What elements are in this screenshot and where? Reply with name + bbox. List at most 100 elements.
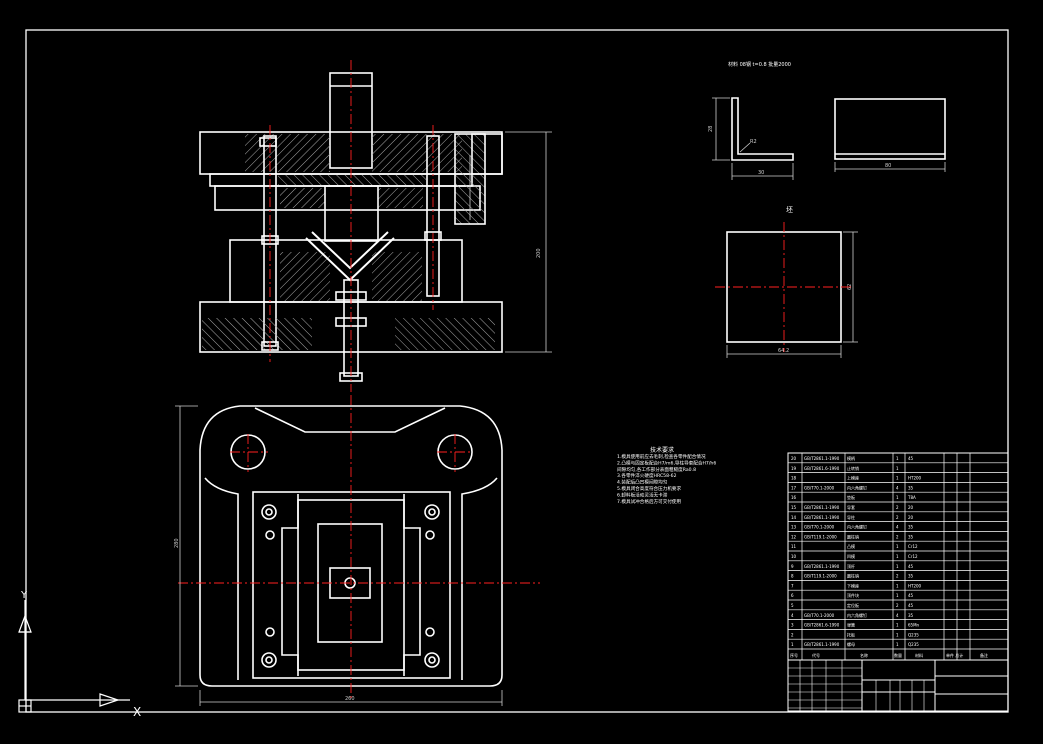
bom-cell-qty: 1 <box>896 544 899 549</box>
dim-part-width: 30 <box>758 170 764 176</box>
bom-cell-no: 8 <box>791 574 794 579</box>
ucs-x-label: X <box>133 705 141 719</box>
bom-cell-mat: Cr12 <box>908 544 918 549</box>
bom-cell-name: 模柄 <box>847 455 855 461</box>
bom-cell-name: 止转销 <box>847 465 859 471</box>
bom-cell-name: 弹簧 <box>847 622 855 628</box>
blank-dimensions <box>726 231 858 358</box>
bom-cell-qty: 2 <box>896 534 899 539</box>
bom-cell-std: GB/T70.1-2000 <box>804 485 835 490</box>
bom-cell-qty: 1 <box>896 632 899 637</box>
plan-centerlines <box>178 395 540 698</box>
blank-centerlines <box>715 222 853 352</box>
bom-cell-mat: 20 <box>908 505 914 510</box>
bom-cell-mat: 45 <box>908 564 914 569</box>
bom-cell-mat: 35 <box>908 534 914 539</box>
bom-cell-std: GB/T2861.1-1990 <box>804 456 840 461</box>
dim-blank-height: 62 <box>847 284 853 290</box>
bom-cell-std: GB/T2861.1-1990 <box>804 642 840 647</box>
bom-cell-qty: 1 <box>896 593 899 598</box>
title-block[interactable] <box>788 660 1008 711</box>
bom-cell-name: 垫板 <box>847 494 855 500</box>
part-front-view[interactable] <box>731 97 794 161</box>
bom-cell-qty: 1 <box>896 564 899 569</box>
part-side-view[interactable] <box>834 98 946 160</box>
tech-line: 2.凸模与固定板配合H7/m6,导柱导套配合H7/h6 <box>617 459 716 466</box>
bom-cell-qty: 4 <box>896 613 899 618</box>
bom-cell-no: 11 <box>791 544 797 549</box>
bom-cell-qty: 2 <box>896 603 899 608</box>
bom-cell-no: 16 <box>791 495 797 500</box>
bom-cell-std: GB/T70.1-2000 <box>804 525 835 530</box>
section-height-dimension <box>469 131 552 353</box>
bom-cell-name: 圆柱销 <box>847 573 859 579</box>
tech-requirements: 技术要求 1.模具使用前应去毛刺,检查各零件配合情况2.凸模与固定板配合H7/m… <box>617 446 716 505</box>
bom-cell-no: 3 <box>791 623 794 628</box>
bom-header: 序号代号名称数量材料单件 总计备注 <box>790 652 988 658</box>
bom-cell-no: 14 <box>791 515 797 520</box>
bom-header-qty: 数量 <box>894 652 902 658</box>
bom-cell-qty: 2 <box>896 574 899 579</box>
bom-cell-mat: 35 <box>908 525 914 530</box>
bom-cell-no: 20 <box>791 456 797 461</box>
bom-cell-mat: 35 <box>908 485 914 490</box>
bom-cell-std: GB/T70.1-2000 <box>804 613 835 618</box>
ucs-icon <box>18 600 130 713</box>
bom-grid <box>787 452 1009 712</box>
bom-header-mat: 材料 <box>915 652 923 658</box>
bom-cell-name: 上模座 <box>847 475 859 481</box>
bom-cell-qty: 1 <box>896 642 899 647</box>
bom-cell-name: 顶杆 <box>847 563 855 569</box>
bom-cell-no: 15 <box>791 505 797 510</box>
dim-plan-width: 260 <box>345 696 355 702</box>
bom-cell-no: 6 <box>791 593 794 598</box>
die-plate-plan <box>252 491 451 679</box>
ucs-y-label: Y <box>20 590 28 601</box>
bom-cell-mat: 45 <box>908 456 914 461</box>
bom-cell-no: 5 <box>791 603 794 608</box>
bom-cell-mat: 45 <box>908 603 914 608</box>
tech-line: 6.卸料板活动灵活无卡滞 <box>617 491 668 498</box>
bom-cell-mat: 35 <box>908 613 914 618</box>
bom-cell-name: 导柱 <box>847 514 855 520</box>
tech-title: 技术要求 <box>650 446 674 454</box>
plan-dimensions <box>175 405 503 706</box>
bom-cell-name: 下模座 <box>847 582 859 588</box>
bom-header-wt: 单件 总计 <box>946 652 963 658</box>
bom-cell-no: 2 <box>791 632 794 637</box>
bom-cell-no: 4 <box>791 613 794 618</box>
bom-header-std: 代号 <box>812 652 820 658</box>
bom-cell-no: 7 <box>791 583 794 588</box>
bom-cell-name: 凹模 <box>847 553 855 559</box>
bom-cell-std: GB/T2861.1-1990 <box>804 505 840 510</box>
bom-row[interactable]: 4 GB/T70.1-2000 内六角螺钉 4 35 <box>791 612 914 618</box>
bom-cell-name: 内六角螺钉 <box>847 612 867 618</box>
tech-line: 7.模具试冲合格后方可交付使用 <box>617 498 682 505</box>
dim-blank-width: 64.2 <box>778 348 789 354</box>
bom-cell-name: 顶件块 <box>847 592 859 598</box>
lower-seat-outline <box>199 405 503 687</box>
tech-line: 1.模具使用前应去毛刺,检查各零件配合情况 <box>617 453 706 460</box>
